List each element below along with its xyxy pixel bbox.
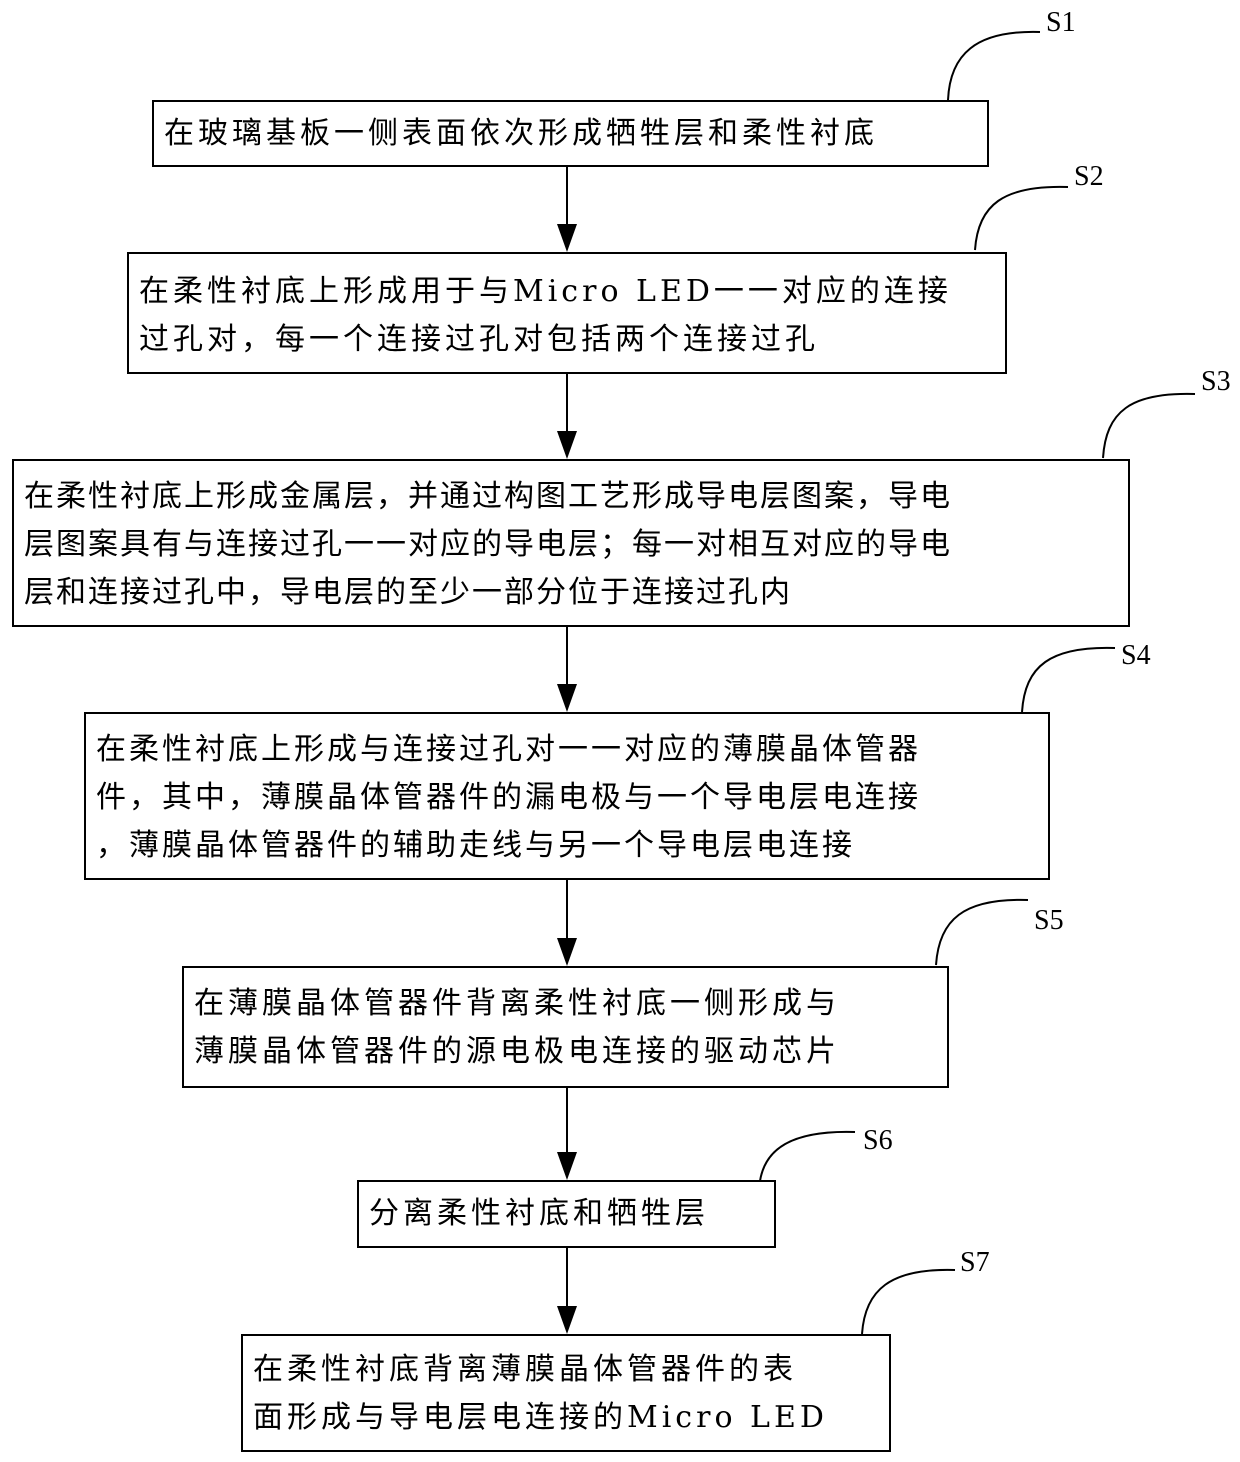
step-s3-line-2: 层图案具有与连接过孔一一对应的导电层；每一对相互对应的导电 [24,521,1118,569]
step-label-s2: S2 [1074,162,1104,192]
leader-s2 [975,187,1068,250]
step-s7-line-1: 在柔性衬底背离薄膜晶体管器件的表 [253,1346,879,1394]
step-s6-line-1: 分离柔性衬底和牺牲层 [369,1190,764,1238]
arrow-s3-s4 [557,626,577,712]
step-label-s3: S3 [1201,367,1231,397]
step-box-s6: 分离柔性衬底和牺牲层 [357,1180,776,1248]
step-label-s1: S1 [1046,8,1076,38]
arrow-s6-s7 [557,1247,577,1334]
step-s5-line-2: 薄膜晶体管器件的源电极电连接的驱动芯片 [194,1028,937,1076]
leader-s5 [936,900,1028,965]
step-s3-line-3: 层和连接过孔中，导电层的至少一部分位于连接过孔内 [24,569,1118,617]
leader-s4 [1022,648,1115,712]
step-s1-line-1: 在玻璃基板一侧表面依次形成牺牲层和柔性衬底 [164,110,977,158]
step-s7-line-2: 面形成与导电层电连接的Micro LED [253,1394,879,1442]
leader-s3 [1103,394,1195,458]
step-s4-line-3: ，薄膜晶体管器件的辅助走线与另一个导电层电连接 [96,822,1038,870]
step-s2-line-1: 在柔性衬底上形成用于与Micro LED一一对应的连接 [139,268,995,316]
arrow-s1-s2 [557,166,577,252]
leader-s6 [760,1132,855,1181]
step-s3-line-1: 在柔性衬底上形成金属层，并通过构图工艺形成导电层图案，导电 [24,473,1118,521]
step-label-s6: S6 [863,1126,893,1156]
step-box-s1: 在玻璃基板一侧表面依次形成牺牲层和柔性衬底 [152,100,989,167]
step-s2-line-2: 过孔对，每一个连接过孔对包括两个连接过孔 [139,316,995,364]
step-s5-line-1: 在薄膜晶体管器件背离柔性衬底一侧形成与 [194,980,937,1028]
arrow-s2-s3 [557,373,577,459]
step-box-s2: 在柔性衬底上形成用于与Micro LED一一对应的连接 过孔对，每一个连接过孔对… [127,252,1007,374]
leader-s1 [948,32,1040,100]
arrow-s4-s5 [557,879,577,966]
step-box-s7: 在柔性衬底背离薄膜晶体管器件的表 面形成与导电层电连接的Micro LED [241,1334,891,1452]
step-label-s7: S7 [960,1248,990,1278]
leader-s7 [862,1270,955,1334]
step-s4-line-2: 件，其中，薄膜晶体管器件的漏电极与一个导电层电连接 [96,774,1038,822]
step-label-s4: S4 [1121,641,1151,671]
step-label-s5: S5 [1034,906,1064,936]
arrow-s5-s6 [557,1087,577,1180]
step-s4-line-1: 在柔性衬底上形成与连接过孔对一一对应的薄膜晶体管器 [96,726,1038,774]
step-box-s4: 在柔性衬底上形成与连接过孔对一一对应的薄膜晶体管器 件，其中，薄膜晶体管器件的漏… [84,712,1050,880]
step-box-s3: 在柔性衬底上形成金属层，并通过构图工艺形成导电层图案，导电 层图案具有与连接过孔… [12,459,1130,627]
step-box-s5: 在薄膜晶体管器件背离柔性衬底一侧形成与 薄膜晶体管器件的源电极电连接的驱动芯片 [182,966,949,1088]
